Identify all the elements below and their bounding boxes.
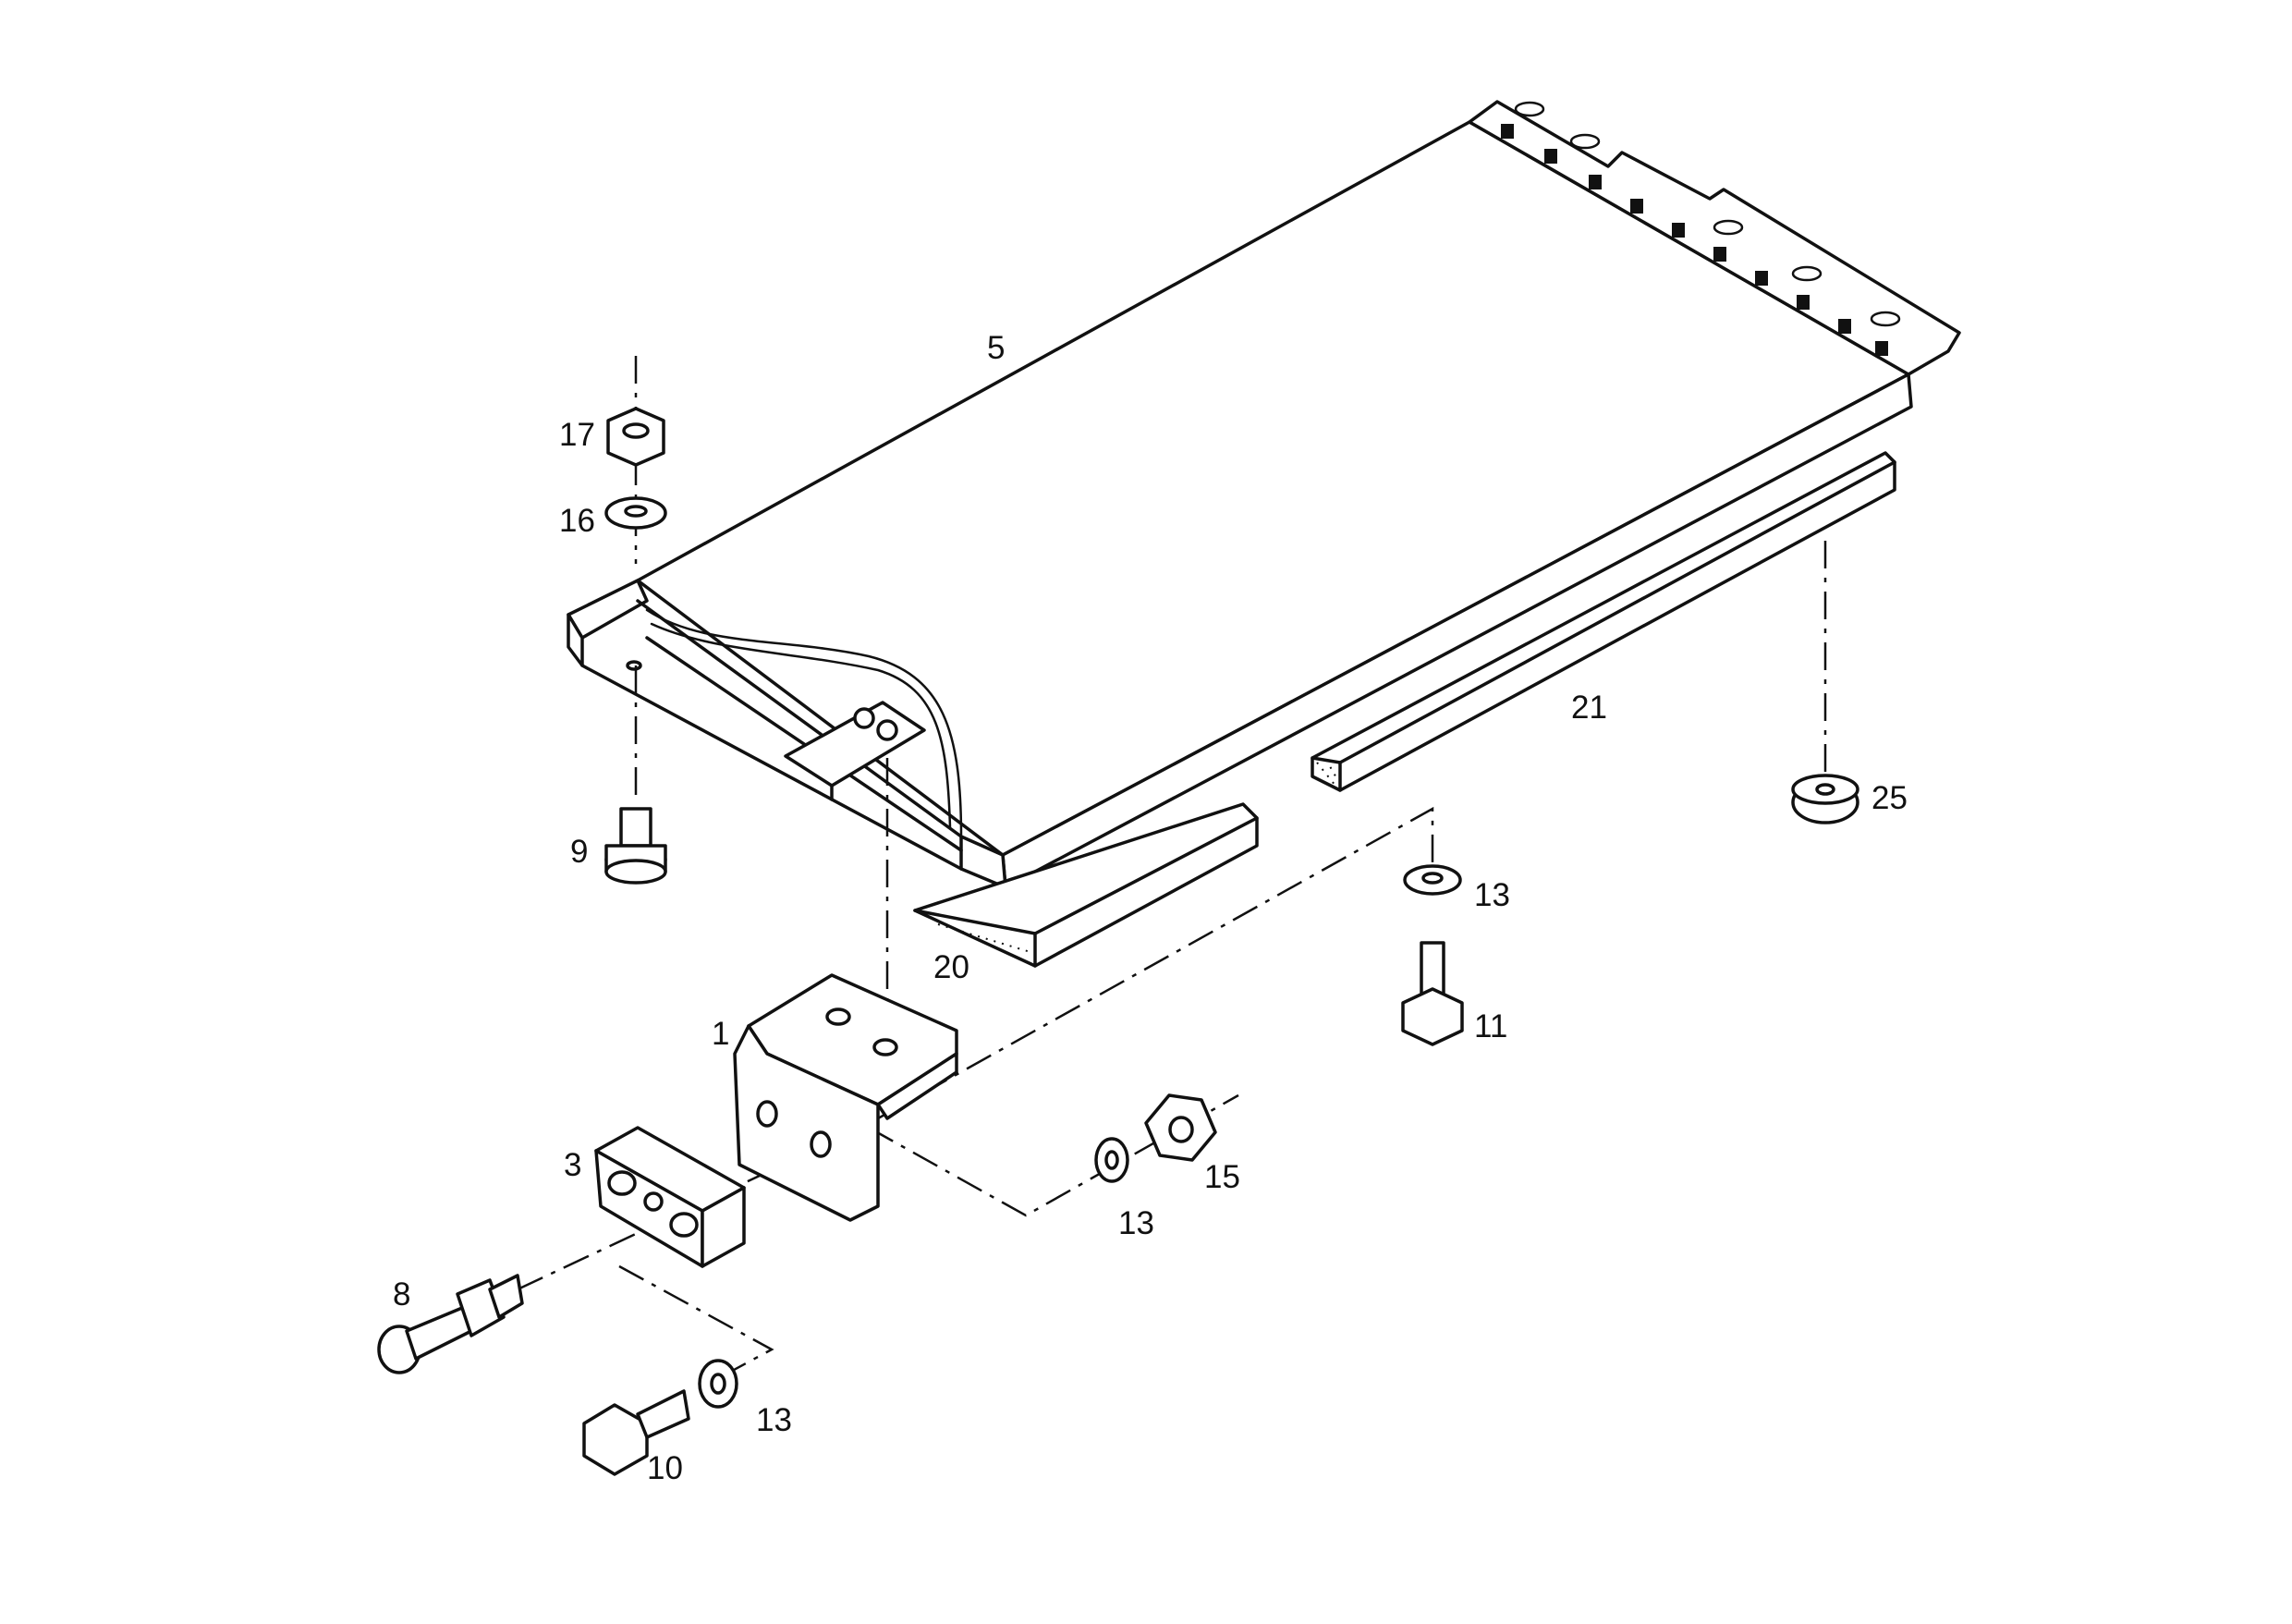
angle-bracket-part-1 <box>733 973 958 1222</box>
callout-5: 5 <box>987 330 1005 366</box>
callout-10: 10 <box>647 1450 683 1486</box>
callout-1: 1 <box>712 1016 729 1052</box>
callout-13-lower: 13 <box>756 1402 792 1438</box>
hex-nut-part-17 <box>606 407 665 467</box>
callout-15: 15 <box>1204 1159 1240 1195</box>
screw-part-9 <box>604 807 667 885</box>
rubber-foot-part-25 <box>1791 774 1859 824</box>
callout-21: 21 <box>1571 690 1607 726</box>
callout-20: 20 <box>933 949 969 985</box>
clamp-block-part-3 <box>594 1126 746 1268</box>
washer-part-13-middle <box>1094 1137 1129 1183</box>
callout-13-middle: 13 <box>1118 1205 1154 1241</box>
washer-part-13-upper <box>1403 864 1462 896</box>
callout-3: 3 <box>564 1147 581 1183</box>
callout-8: 8 <box>393 1276 410 1313</box>
callout-13-upper: 13 <box>1474 877 1510 913</box>
bolt-part-8 <box>377 1274 524 1374</box>
washer-part-16 <box>604 496 667 530</box>
callout-17: 17 <box>559 417 595 453</box>
callout-25: 25 <box>1871 780 1908 816</box>
hex-bolt-part-11 <box>1401 941 1464 1046</box>
hex-nut-part-15 <box>1144 1093 1217 1162</box>
washer-part-13-lower <box>698 1359 738 1409</box>
callout-16: 16 <box>559 503 595 539</box>
foam-strip-part-20 <box>913 802 1259 968</box>
callout-11: 11 <box>1474 1008 1507 1044</box>
hex-bolt-part-10 <box>582 1389 690 1476</box>
foam-strip-part-21 <box>1311 451 1896 792</box>
callout-9: 9 <box>570 834 588 870</box>
board-assembly-part-5 <box>567 100 1961 889</box>
